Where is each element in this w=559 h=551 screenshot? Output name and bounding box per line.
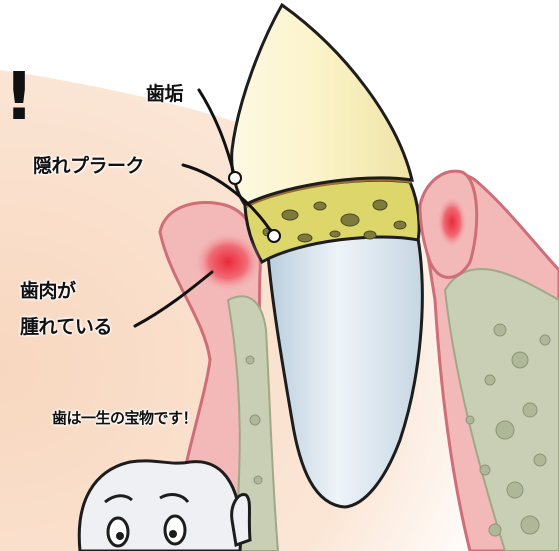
plaque-pointer-dot	[268, 230, 280, 242]
tooth-crown	[232, 5, 412, 205]
exclamation-mark: !	[4, 64, 34, 130]
label-gum-line2: 腫れている	[20, 312, 112, 339]
calculus-pointer-dot	[229, 172, 241, 184]
mascot-message: 歯は一生の宝物です！	[52, 407, 197, 428]
mascot-eye-left	[108, 518, 128, 546]
left-inflammation	[194, 232, 262, 292]
right-inflammation	[437, 196, 467, 248]
tooth-mascot	[79, 461, 241, 551]
label-hidden-plaque: 隠れプラーク	[33, 151, 144, 178]
label-calculus: 歯垢	[146, 79, 183, 106]
label-gum-line1: 歯肉が	[20, 276, 76, 303]
mascot-eye-right	[165, 516, 185, 544]
mascot-finger	[232, 495, 250, 545]
